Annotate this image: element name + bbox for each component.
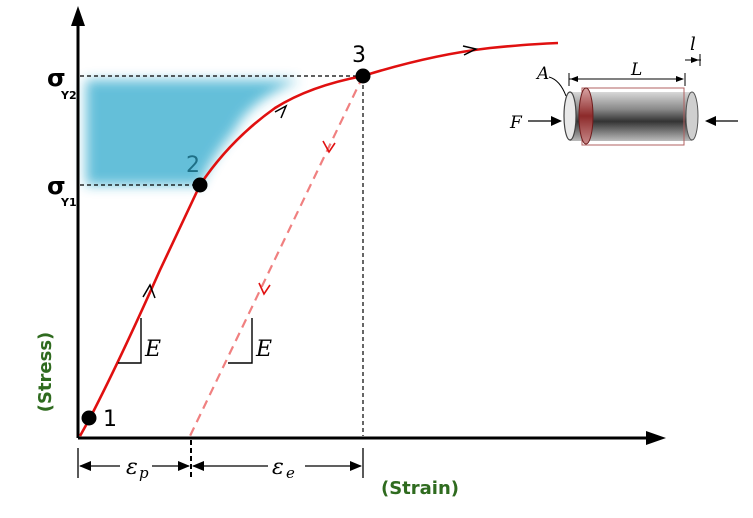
x-axis-label: (Strain) bbox=[381, 478, 459, 499]
load-arrow-upper bbox=[462, 45, 479, 56]
specimen-right-face bbox=[685, 91, 699, 141]
point-1-label: 1 bbox=[103, 407, 117, 432]
sigma-y1-subscript: Y1 bbox=[60, 196, 77, 209]
force-label: F bbox=[509, 113, 523, 133]
specimen-illustration: A L l F bbox=[509, 34, 738, 146]
area-label: A bbox=[535, 64, 549, 84]
elastic-strain-subscript: e bbox=[286, 464, 295, 482]
elongation-arrow bbox=[691, 57, 699, 63]
area-leader bbox=[548, 76, 567, 97]
slope-label-unloading: E bbox=[255, 337, 272, 362]
force-arrow-right-head bbox=[705, 116, 716, 126]
sigma-y2-symbol: σ bbox=[47, 64, 66, 92]
stress-strain-curve bbox=[78, 41, 559, 437]
plastic-strain-arrow-right bbox=[178, 461, 190, 471]
point-3-marker bbox=[355, 68, 371, 84]
slope-triangle-unloading bbox=[228, 318, 253, 364]
elastic-strain-arrow-left bbox=[192, 461, 204, 471]
length-arrow-left bbox=[570, 76, 578, 82]
plastic-strain-symbol: ε bbox=[126, 455, 138, 480]
point-2-marker bbox=[192, 177, 208, 193]
y-axis-arrowhead bbox=[71, 6, 85, 26]
y-axis-label: (Stress) bbox=[35, 332, 56, 413]
force-arrow-left-head bbox=[551, 116, 562, 126]
plastic-strain-arrow-left bbox=[79, 461, 91, 471]
unload-arrow-lower bbox=[258, 282, 271, 296]
point-1-marker bbox=[81, 410, 97, 426]
elastic-strain-arrow-right bbox=[350, 461, 362, 471]
unloading-line bbox=[189, 75, 364, 437]
sigma-y1-symbol: σ bbox=[47, 172, 66, 200]
hardening-region bbox=[86, 80, 300, 185]
unload-arrow-upper bbox=[322, 140, 336, 154]
specimen-left-face bbox=[563, 91, 577, 141]
elongation-label: l bbox=[690, 34, 696, 55]
plastic-strain-subscript: p bbox=[139, 464, 149, 482]
specimen-red-band bbox=[578, 87, 594, 145]
x-axis-arrowhead bbox=[646, 431, 666, 445]
slope-triangle-loading bbox=[118, 318, 142, 364]
elastic-strain-symbol: ε bbox=[272, 455, 284, 480]
length-label: L bbox=[630, 60, 642, 80]
sigma-y2-subscript: Y2 bbox=[60, 89, 77, 102]
load-arrow-elastic bbox=[142, 283, 156, 299]
point-2-label: 2 bbox=[186, 153, 200, 178]
point-3-label: 3 bbox=[352, 43, 366, 68]
load-arrow-hardening bbox=[274, 104, 288, 119]
length-arrow-right bbox=[676, 76, 684, 82]
slope-label-loading: E bbox=[144, 337, 161, 362]
